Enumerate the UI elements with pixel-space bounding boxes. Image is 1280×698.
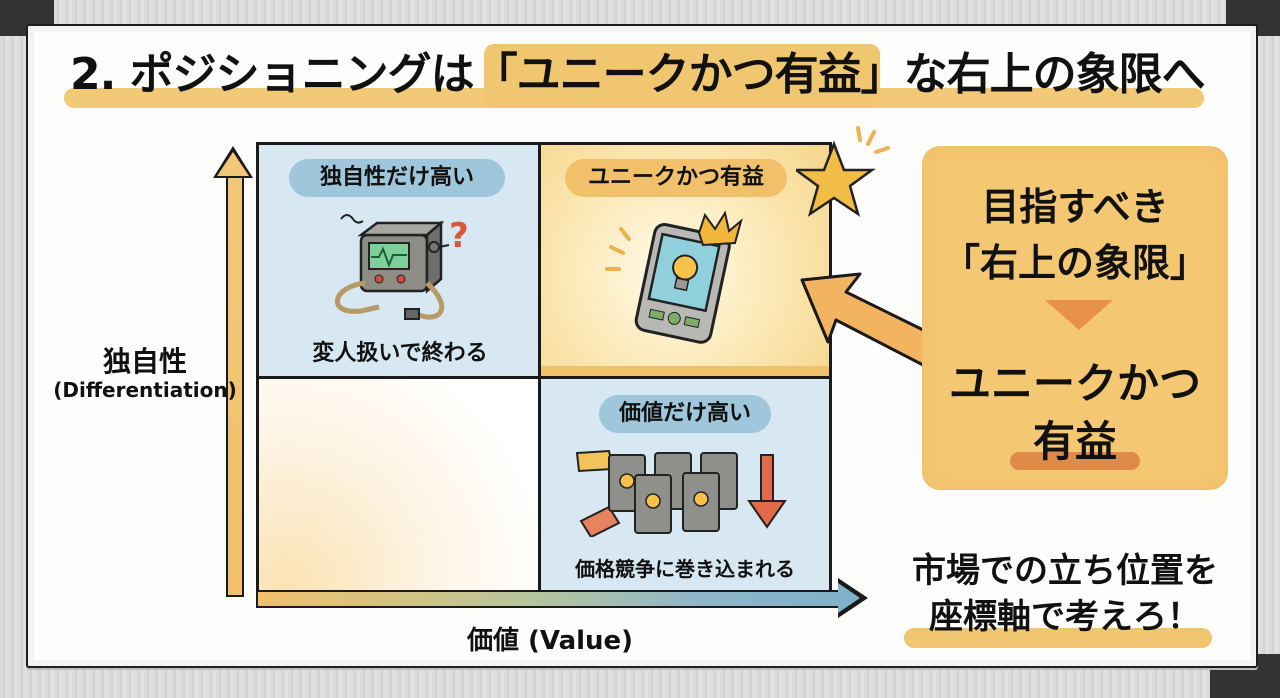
goal-line-3: ユニークかつ: [948, 359, 1201, 408]
title-prefix: 2. ポジショニングは: [70, 49, 475, 100]
positioning-matrix: 独自性だけ高い ? 変人扱いで終わる ユニークかつ有益: [256, 142, 832, 593]
tagline-line-1: 市場での立ち位置を: [912, 551, 1218, 591]
x-axis-label: 価値 (Value): [466, 626, 634, 656]
goal-line-1: 目指すべき: [981, 185, 1169, 229]
smart-device-crown-icon: [605, 210, 743, 344]
goal-line-4: 有益: [1032, 417, 1117, 466]
quadrant-label: 独自性だけ高い: [289, 159, 505, 197]
star-icon: [796, 126, 890, 217]
y-axis-label-jp: 独自性: [102, 345, 187, 378]
down-triangle-icon: [1045, 300, 1113, 330]
quadrant-top-right: ユニークかつ有益: [541, 145, 829, 379]
quadrant-bottom-left: [259, 379, 541, 593]
quadrant-caption: 変人扱いで終わる: [312, 341, 488, 366]
x-axis-arrowhead-fill: [838, 583, 860, 613]
x-axis-arrow: [256, 590, 844, 608]
quadrant-top-left: 独自性だけ高い ? 変人扱いで終わる: [259, 145, 541, 379]
quadrant-label: 価値だけ高い: [599, 395, 771, 433]
page-title: 2. ポジショニングは「ユニークかつ有益」な右上の象限へ: [70, 40, 1206, 110]
goal-line-2: 「右上の象限」: [941, 241, 1208, 285]
commodity-boxes-icon: [575, 449, 787, 537]
y-axis-arrowhead-fill: [217, 152, 249, 176]
goal-underline: [1010, 452, 1140, 470]
odd-machine-icon: ?: [335, 214, 469, 320]
tagline-line-2: 座標軸で考えろ！: [929, 597, 1201, 637]
quadrant-bottom-right: 価値だけ高い 価格競争に巻き込まれる: [541, 379, 829, 593]
title-suffix: な右上の象限へ: [903, 49, 1206, 100]
goal-callout: 目指すべき 「右上の象限」 ユニークかつ 有益: [922, 146, 1228, 490]
title-highlight: 「ユニークかつ有益」: [473, 49, 905, 100]
svg-text:?: ?: [449, 216, 469, 256]
quadrant-label: ユニークかつ有益: [565, 159, 787, 197]
y-axis-label: 独自性 (Differentiation): [40, 340, 250, 402]
tagline: 市場での立ち位置を 座標軸で考えろ！: [890, 548, 1240, 640]
y-axis-label-en: (Differentiation): [53, 378, 237, 402]
quadrant-caption: 価格競争に巻き込まれる: [575, 557, 795, 581]
title-key-highlight: [484, 44, 880, 108]
tagline-highlight: [904, 628, 1212, 648]
